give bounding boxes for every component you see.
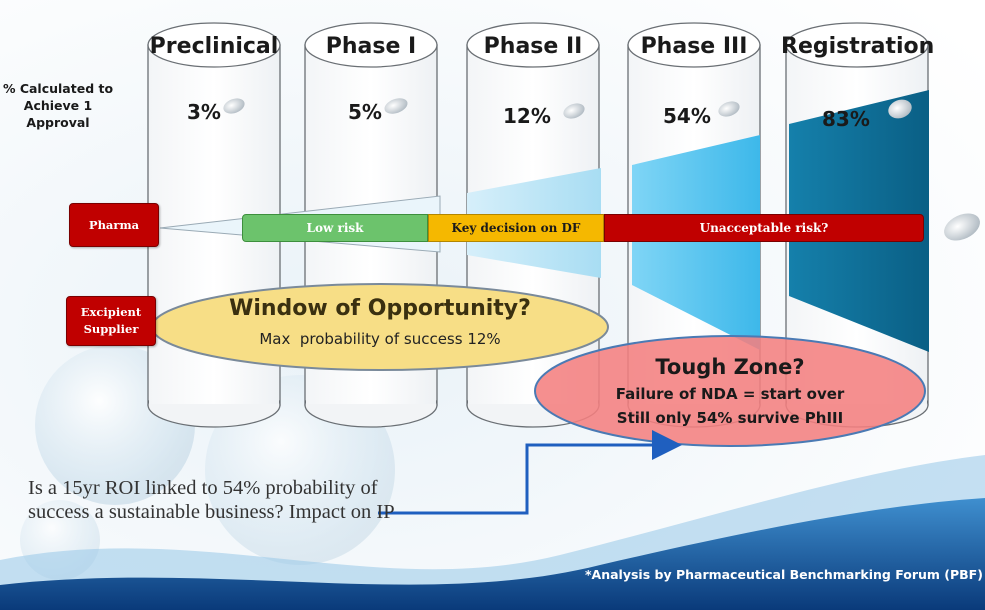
pill-icon xyxy=(718,101,740,117)
funnel-phase3 xyxy=(632,135,760,350)
tough-zone-ellipse xyxy=(534,335,926,447)
pill-icon xyxy=(888,99,912,119)
phase-probability: 12% xyxy=(503,104,551,128)
phase-probability: 83% xyxy=(822,107,870,131)
pill-icon xyxy=(944,213,980,241)
phase-probability: 5% xyxy=(348,100,382,124)
phase-title: Phase II xyxy=(483,34,583,59)
tough-zone-line: Failure of NDA = start over xyxy=(615,385,845,403)
pill-icon xyxy=(384,98,408,114)
low-risk-segment: Low risk xyxy=(242,214,428,242)
arrow-connector xyxy=(378,430,682,515)
roi-question: Is a 15yr ROI linked to 54% probability … xyxy=(28,477,395,523)
phase-probability: 3% xyxy=(187,100,221,124)
phase-title: Preclinical xyxy=(149,34,279,59)
pill-icon xyxy=(223,98,245,114)
footnote: *Analysis by Pharmaceutical Benchmarking… xyxy=(585,567,983,582)
window-of-opportunity-subtitle: Max probability of success 12% xyxy=(259,330,501,348)
phase-title: Registration xyxy=(781,34,935,59)
key-decision-segment: Key decision on DF xyxy=(428,214,604,242)
tough-zone-title: Tough Zone? xyxy=(655,355,805,379)
excipient-supplier-label: Excipient Supplier xyxy=(66,296,156,346)
phase-title: Phase I xyxy=(325,34,417,59)
wave-front xyxy=(0,498,985,610)
pill-icon xyxy=(563,103,585,119)
phase-probability: 54% xyxy=(663,104,711,128)
probability-row-label: % Calculated to Achieve 1 Approval xyxy=(2,81,114,130)
phase-title: Phase III xyxy=(640,34,748,59)
unacceptable-risk-segment: Unacceptable risk? xyxy=(604,214,924,242)
tough-zone-line: Still only 54% survive PhIII xyxy=(616,409,844,427)
pharma-label: Pharma xyxy=(69,203,159,247)
window-of-opportunity-title: Window of Opportunity? xyxy=(229,296,531,321)
